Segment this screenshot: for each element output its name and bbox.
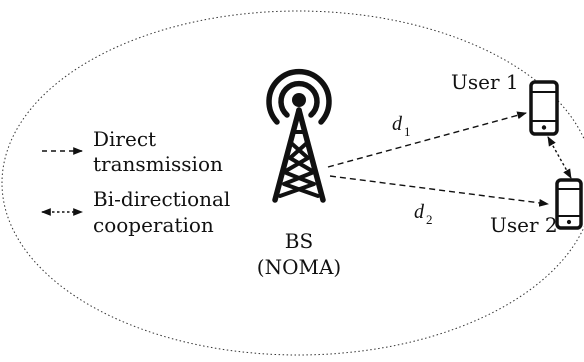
- d2-symbol: d: [414, 201, 425, 223]
- legend-direct-label-line1: Direct: [93, 127, 156, 151]
- legend-direct-label-line2: transmission: [93, 152, 223, 176]
- user2-label: User 2: [490, 213, 558, 237]
- bs-mode-label: (NOMA): [257, 255, 341, 279]
- d2-subscript: 2: [426, 212, 433, 227]
- user1-smartphone-icon: [529, 80, 559, 136]
- distance-d1-label: d 1: [392, 113, 411, 139]
- d1-subscript: 1: [404, 124, 411, 139]
- user1-label: User 1: [451, 70, 519, 94]
- bs-label: BS: [285, 229, 313, 253]
- distance-d2-label: d 2: [414, 201, 433, 227]
- link-bs-to-user1: [327, 111, 527, 168]
- cell-tower-icon: [266, 68, 332, 203]
- link-bs-to-user2: [329, 175, 549, 207]
- link-user-cooperation: [547, 136, 572, 179]
- coverage-area-ellipse: [1, 10, 584, 356]
- d1-symbol: d: [392, 113, 403, 135]
- user2-smartphone-icon: [555, 178, 583, 230]
- legend-cooperation-label-line2: cooperation: [93, 213, 214, 237]
- legend-cooperation-label-line1: Bi-directional: [93, 187, 230, 211]
